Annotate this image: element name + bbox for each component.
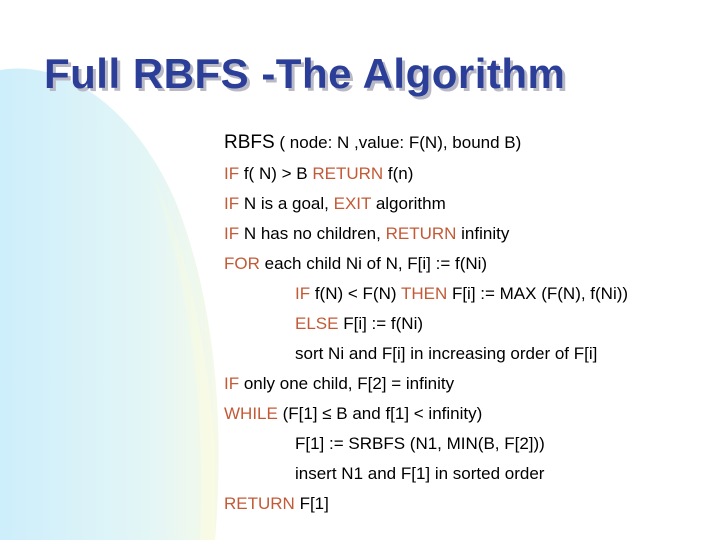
- code-line: WHILE (F[1] ≤ B and f[1] < infinity): [224, 404, 482, 424]
- code-text: F[i] := f(Ni): [338, 314, 424, 333]
- code-line: FOR each child Ni of N, F[i] := f(Ni): [224, 254, 487, 274]
- code-text: N has no children,: [239, 224, 386, 243]
- background-swoosh: [0, 68, 219, 540]
- code-line: F[1] := SRBFS (N1, MIN(B, F[2])): [295, 434, 545, 454]
- code-text: F[1] := SRBFS (N1, MIN(B, F[2])): [295, 434, 545, 453]
- keyword: EXIT: [333, 194, 372, 213]
- code-text: (F[1] ≤ B and f[1] < infinity): [277, 404, 483, 423]
- code-text: F[i] := MAX (F(N), f(Ni)): [447, 284, 629, 303]
- code-text: F[1]: [294, 494, 329, 513]
- slide-title: Full RBFS -The Algorithm: [44, 50, 566, 97]
- function-name: RBFS: [224, 132, 275, 153]
- keyword: WHILE: [224, 404, 278, 423]
- keyword: RETURN: [312, 164, 384, 183]
- code-text: f(n): [383, 164, 414, 183]
- keyword: IF: [224, 224, 240, 243]
- keyword: IF: [224, 374, 240, 393]
- keyword: IF: [224, 194, 240, 213]
- keyword: RETURN: [385, 224, 457, 243]
- code-line: ELSE F[i] := f(Ni): [295, 314, 423, 334]
- code-line: sort Ni and F[i] in increasing order of …: [295, 344, 597, 364]
- function-signature: ( node: N ,value: F(N), bound B): [274, 133, 522, 152]
- keyword: FOR: [224, 254, 260, 273]
- keyword: THEN: [400, 284, 448, 303]
- code-line: RETURN F[1]: [224, 494, 329, 514]
- code-line: insert N1 and F[1] in sorted order: [295, 464, 544, 484]
- code-text: algorithm: [371, 194, 446, 213]
- keyword: RETURN: [224, 494, 295, 513]
- code-line: IF f( N) > B RETURN f(n): [224, 164, 413, 184]
- code-line: IF f(N) < F(N) THEN F[i] := MAX (F(N), f…: [295, 284, 628, 304]
- algorithm-header: RBFS ( node: N ,value: F(N), bound B): [224, 133, 521, 153]
- keyword: IF: [224, 164, 240, 183]
- code-text: N is a goal,: [239, 194, 334, 213]
- code-line: IF N has no children, RETURN infinity: [224, 224, 509, 244]
- code-text: each child Ni of N, F[i] := f(Ni): [259, 254, 488, 273]
- code-text: insert N1 and F[1] in sorted order: [295, 464, 545, 483]
- keyword: IF: [295, 284, 311, 303]
- code-text: infinity: [456, 224, 510, 243]
- code-text: sort Ni and F[i] in increasing order of …: [295, 344, 598, 363]
- code-line: IF only one child, F[2] = infinity: [224, 374, 454, 394]
- code-text: f( N) > B: [239, 164, 313, 183]
- code-text: only one child, F[2] = infinity: [239, 374, 455, 393]
- keyword: ELSE: [295, 314, 339, 333]
- code-text: f(N) < F(N): [310, 284, 401, 303]
- background-swoosh-light: [150, 170, 215, 540]
- code-line: IF N is a goal, EXIT algorithm: [224, 194, 446, 214]
